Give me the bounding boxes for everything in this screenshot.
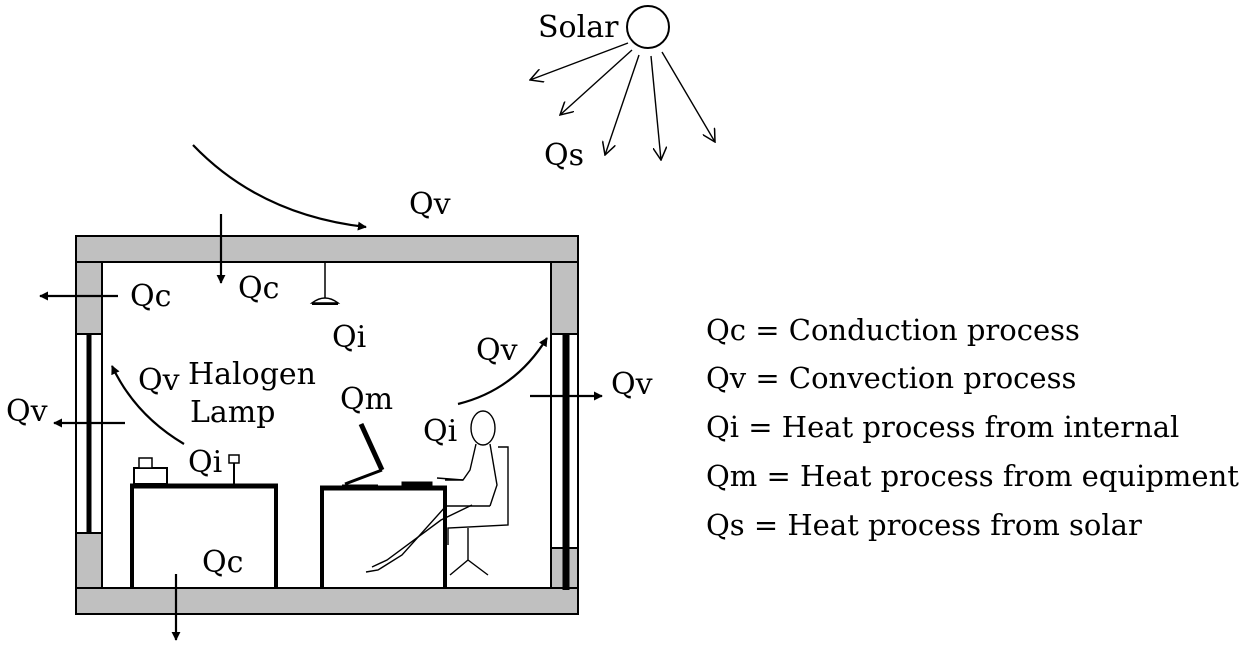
qv-right-label: Qv: [611, 367, 653, 402]
roof-convection-arrow: [192, 144, 367, 231]
right-desk: [320, 422, 447, 588]
left-desk: [130, 454, 278, 588]
qv-person-label: Qv: [476, 333, 518, 368]
desk-device-icon: [133, 467, 168, 485]
sun: [626, 5, 670, 49]
qi-desk-label: Qi: [188, 445, 222, 480]
qc-floor-label: Qc: [202, 545, 243, 580]
qv-roof-label: Qv: [409, 187, 451, 222]
solar-rays: [530, 42, 715, 160]
legend-item-qc: Qc = Conduction process: [706, 313, 1080, 347]
qc-ceiling-label: Qc: [238, 271, 279, 306]
qm-label: Qm: [340, 382, 393, 417]
heat-flow-arrows: [39, 214, 603, 641]
ceiling-lamp-icon: [309, 262, 341, 305]
qv-window-label: Qv: [6, 394, 48, 429]
roof-wall: [75, 235, 579, 263]
halogen-label: Halogen: [188, 357, 316, 392]
qs-label: Qs: [544, 138, 584, 173]
lamp-label: Lamp: [190, 395, 275, 430]
left-wall-bottom: [75, 532, 103, 589]
qi-lamp-label: Qi: [332, 320, 366, 355]
diagram-labels: Solar Qs Qv Qc Qc Qi Qv Qv Halogen Lamp …: [6, 10, 653, 580]
seated-person-icon: [365, 410, 509, 576]
right-wall-top: [550, 261, 579, 335]
legend-item-qi: Qi = Heat process from internal: [706, 410, 1179, 444]
solar-label: Solar: [538, 10, 619, 45]
computer-screen-icon: [358, 422, 385, 472]
qc-left-label: Qc: [130, 279, 171, 314]
floor-wall: [75, 587, 579, 615]
left-wall-top: [75, 261, 103, 335]
legend-item-qv: Qv = Convection process: [706, 361, 1076, 395]
keyboard-icon: [401, 481, 433, 488]
qi-person-label: Qi: [423, 414, 457, 449]
legend-item-qs: Qs = Heat process from solar: [706, 508, 1142, 542]
legend-item-qm: Qm = Heat process from equipment: [706, 459, 1239, 493]
qv-inside-label: Qv: [138, 363, 180, 398]
building: [75, 235, 579, 615]
legend: Qc = Conduction process Qv = Convection …: [706, 313, 1239, 542]
chair-icon: [447, 446, 509, 545]
